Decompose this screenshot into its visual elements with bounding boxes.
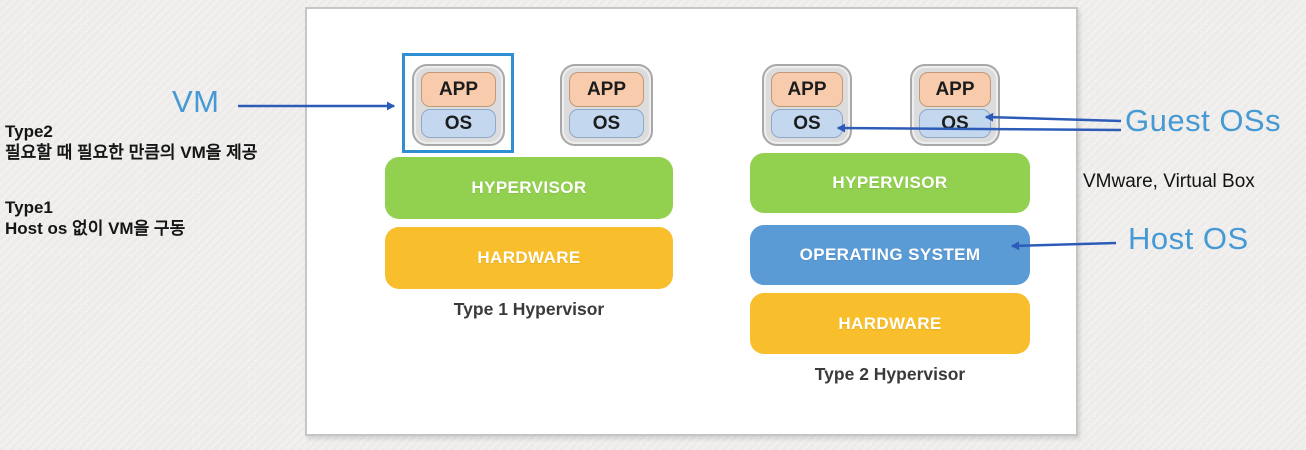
note-type2-title: Type2 (5, 122, 53, 141)
type2-caption: Type 2 Hypervisor (814, 364, 966, 384)
note-type2-desc: 필요할 때 필요한 만큼의 VM을 제공 (5, 143, 258, 162)
type1-hypervisor-layer: HYPERVISOR (385, 157, 673, 219)
type1-vm-2: APP OS (560, 64, 653, 146)
note-type1: Type1 Host os 없이 VM을 구동 (5, 197, 305, 239)
type2-vm1-os-chip: OS (771, 109, 843, 138)
type2-vm2-os-chip: OS (919, 109, 991, 138)
type2-vm-1: APP OS (762, 64, 852, 146)
type2-os-layer: OPERATING SYSTEM (750, 225, 1030, 285)
type1-vm1-os-chip: OS (421, 109, 496, 138)
type1-vm2-os-chip: OS (569, 109, 644, 138)
note-type1-desc: Host os 없이 VM을 구동 (5, 219, 186, 238)
type2-hardware-layer: HARDWARE (750, 293, 1030, 354)
guest-os-callout-label: Guest OSs (1125, 103, 1282, 138)
type1-vm1-app-chip: APP (421, 72, 496, 107)
vm-highlight-box (402, 53, 514, 153)
products-label: VMware, Virtual Box (1083, 171, 1255, 192)
type2-vm-2: APP OS (910, 64, 1000, 146)
note-type2: Type2 필요할 때 필요한 만큼의 VM을 제공 (5, 121, 305, 163)
type1-caption: Type 1 Hypervisor (453, 299, 605, 319)
type2-hypervisor-layer: HYPERVISOR (750, 153, 1030, 213)
host-os-callout-label: Host OS (1128, 221, 1249, 256)
type1-hardware-layer: HARDWARE (385, 227, 673, 289)
type1-vm2-app-chip: APP (569, 72, 644, 107)
note-type1-title: Type1 (5, 198, 53, 217)
type1-vm-1: APP OS (412, 64, 505, 146)
type2-vm2-app-chip: APP (919, 72, 991, 107)
vm-callout-label: VM (172, 84, 220, 119)
left-notes: Type2 필요할 때 필요한 만큼의 VM을 제공 Type1 Host os… (5, 121, 305, 239)
type2-vm1-app-chip: APP (771, 72, 843, 107)
